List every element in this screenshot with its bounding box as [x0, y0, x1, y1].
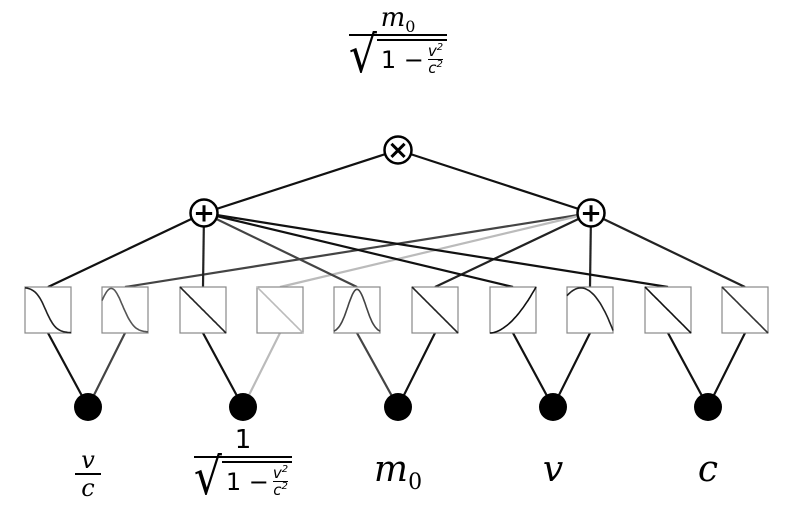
- edges-layer: [47, 148, 746, 408]
- activation-box-4: [333, 286, 381, 334]
- edge-input-3-to-act-6: [512, 332, 554, 408]
- activation-curve-5: [411, 286, 459, 334]
- edge-input-1-to-act-2: [202, 332, 244, 408]
- activation-curve-3: [256, 286, 304, 334]
- input-node-m0: [384, 393, 412, 421]
- sum-node-left-glyph: +: [193, 199, 215, 229]
- product-node-glyph: ×: [387, 136, 409, 166]
- output-fraction-bar: [348, 34, 448, 36]
- activation-curve-1: [101, 287, 148, 333]
- activation-box-0: [24, 286, 72, 334]
- output-numerator: m0: [380, 3, 416, 37]
- edge-sum-left-to-product: [203, 148, 399, 215]
- sum-node-right-glyph: +: [580, 199, 602, 229]
- sum-node-right: +: [576, 198, 606, 229]
- input-label-c: c: [697, 449, 719, 490]
- input-label-m0: m0: [373, 449, 423, 496]
- activation-curve-9: [721, 286, 769, 334]
- input-node-v: [539, 393, 567, 421]
- edge-act-6-to-sum-left: [203, 211, 514, 289]
- edge-input-2-to-act-4: [356, 332, 399, 408]
- edge-input-4-to-act-8: [667, 332, 709, 408]
- activation-curve-7: [566, 287, 614, 331]
- input-node-c: [694, 393, 722, 421]
- input-label-v: v: [542, 449, 564, 490]
- nodes-layer: × + +: [74, 135, 722, 421]
- activation-box-7: [566, 286, 614, 334]
- activation-box-6: [489, 286, 537, 334]
- product-node-circle: [383, 135, 413, 165]
- activation-curve-6: [489, 286, 537, 334]
- edge-input-0-to-act-0: [47, 332, 89, 408]
- edge-act-4-to-sum-left: [203, 212, 358, 288]
- activation-curve-8: [644, 286, 692, 334]
- edge-act-5-to-sum-right: [434, 212, 592, 288]
- edge-act-0-to-sum-left: [47, 212, 205, 288]
- input-label-v-over-c: v c: [68, 446, 108, 501]
- product-node: ×: [383, 135, 413, 166]
- activation-boxes-layer: [24, 286, 769, 334]
- activation-curve-0: [24, 287, 72, 334]
- edge-act-9-to-sum-right: [590, 212, 746, 288]
- sum-node-right-circle: [576, 198, 606, 228]
- input-node-gamma: [229, 393, 257, 421]
- edge-sum-right-to-product: [397, 148, 592, 215]
- activation-curve-2: [179, 286, 227, 334]
- edge-act-8-to-sum-left: [203, 211, 669, 289]
- activation-curve-4: [333, 288, 381, 332]
- input-node-v_over_c: [74, 393, 102, 421]
- sum-node-left: +: [189, 198, 219, 229]
- sum-node-left-circle: [189, 198, 219, 228]
